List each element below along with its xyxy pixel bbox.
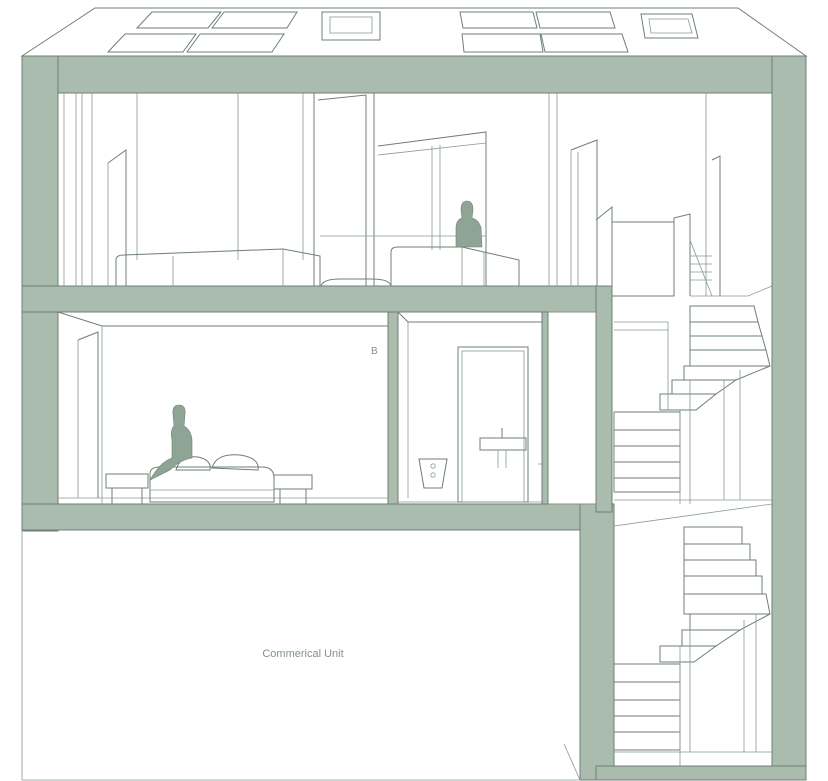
coffee-table	[320, 278, 392, 287]
stair-upper-run	[613, 305, 773, 527]
bedroom-door-opening	[77, 331, 99, 498]
roof-skylights-left	[106, 11, 298, 53]
roof-skylights-right	[459, 11, 629, 53]
partition-bedroom-bath	[387, 311, 399, 505]
stair-rail-top	[690, 255, 712, 281]
upper-floor-living	[63, 93, 598, 287]
room-label-b: B	[371, 346, 378, 357]
door-opening-upper-right	[570, 139, 598, 286]
partition-bath-closet	[541, 311, 549, 505]
bathroom-door	[457, 346, 544, 503]
person-bedroom	[149, 404, 193, 481]
roof-skylight-small-left	[321, 11, 381, 41]
glazed-doorway	[313, 93, 487, 286]
upper-landing	[595, 93, 773, 297]
stair-lower-run	[613, 526, 772, 766]
lower-floor-slab	[21, 503, 613, 531]
bedside-table-right	[273, 474, 313, 504]
bedroom: B	[57, 311, 388, 504]
closet	[548, 311, 596, 505]
bottom-slab	[595, 765, 807, 781]
structure	[21, 55, 807, 781]
bedside-table-left	[105, 473, 149, 504]
door-opening-upper-left	[107, 149, 127, 286]
roof-slab	[21, 55, 807, 94]
sofa-left	[115, 248, 321, 286]
roof-skylight-small-right	[640, 13, 699, 39]
person-upper	[455, 200, 483, 248]
stair-core-wall	[579, 503, 615, 781]
bathroom	[397, 311, 544, 503]
upper-floor-slab	[21, 285, 613, 313]
sofa-right	[390, 246, 520, 286]
roof	[20, 7, 808, 57]
stair-core-wall-upper	[595, 285, 613, 513]
right-wall	[771, 55, 807, 779]
commercial-unit: Commerical Unit	[21, 530, 581, 781]
washbasin	[479, 428, 527, 468]
toilet	[418, 458, 448, 489]
commercial-unit-label: Commerical Unit	[262, 648, 343, 660]
